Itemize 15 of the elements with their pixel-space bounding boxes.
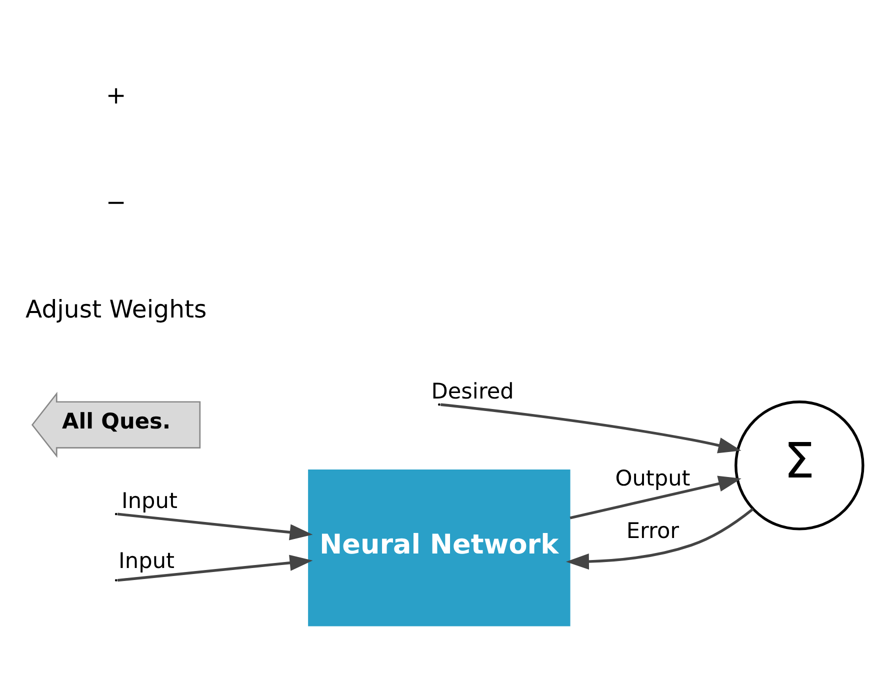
arrow	[570, 475, 742, 519]
node-box: Neural Network	[308, 468, 570, 626]
arrow	[117, 554, 313, 582]
arrow	[117, 512, 313, 540]
edge-label: Input	[118, 548, 175, 574]
label: Adjust Weights	[26, 294, 207, 323]
edge-label: Output	[615, 466, 690, 491]
arrow	[440, 402, 742, 453]
edge-label: Error	[626, 518, 680, 544]
arrow	[566, 508, 754, 570]
label: +	[106, 80, 126, 110]
edge-label: Desired	[431, 379, 514, 404]
edge-label: Input	[121, 488, 178, 514]
label: −	[106, 186, 126, 216]
node-circle: Σ	[734, 400, 864, 530]
